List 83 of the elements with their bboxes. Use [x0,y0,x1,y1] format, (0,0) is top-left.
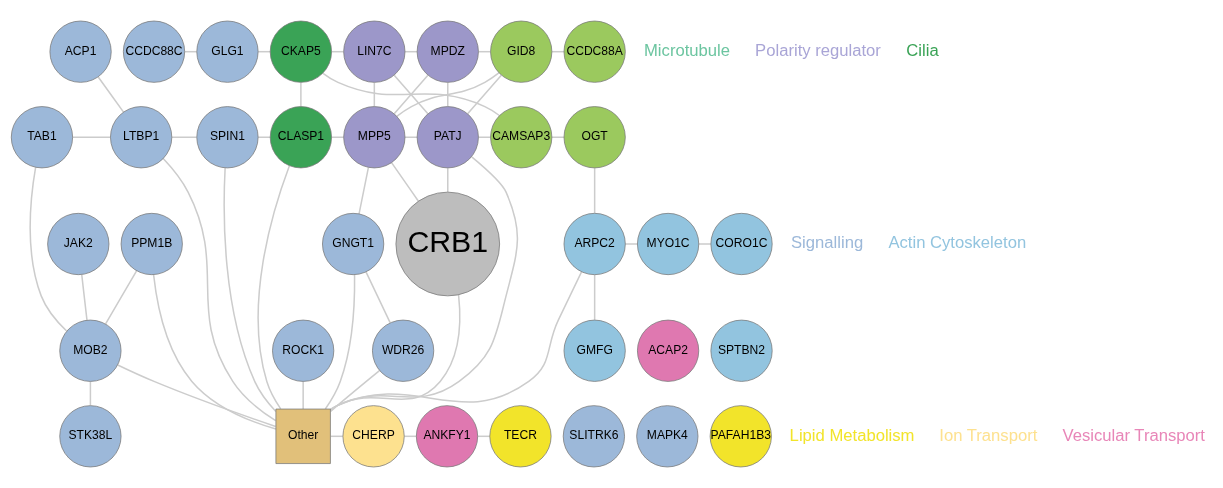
connector [551,136,565,138]
connector [330,136,345,138]
node-circle: CRB1 [395,191,500,297]
connector [257,136,271,138]
connector [322,72,501,117]
node-circle: MPP5 [343,106,406,169]
connector [104,270,138,325]
connector [404,136,418,138]
node-box: Other [275,408,331,464]
connector [300,81,302,108]
node-circle: ROCK1 [272,319,335,382]
connector [593,274,596,321]
connector [477,136,492,138]
connector [358,166,370,215]
node-circle: TECR [489,405,552,468]
node-circle: PATJ [416,106,479,169]
connector [396,72,500,118]
node-circle: CCDC88C [122,20,186,83]
node-circle: ARPC2 [563,212,626,276]
connector [162,157,277,422]
node-circle: GMFG [563,319,626,382]
node-circle: LIN7C [343,20,406,83]
node-circle: CAMSAP3 [490,106,553,169]
node-circle: CCDC88A [563,20,626,83]
connector [624,243,639,245]
connector [466,74,503,115]
label: Cilia [906,40,939,60]
connector [223,167,277,413]
label: Actin Cytoskeleton [888,233,1027,253]
connector [329,156,519,411]
connector [152,273,277,430]
node-circle: GID8 [490,20,553,83]
node-circle: OGT [563,106,626,169]
node-circle: MPDZ [416,20,479,83]
connector [447,81,449,108]
node-circle: CLASP1 [269,106,332,169]
connector [593,167,596,214]
node-circle: GLG1 [196,20,259,83]
connector [365,271,391,324]
node-circle: SPTBN2 [710,319,773,382]
connector [447,167,449,193]
node-circle: CORO1C [710,212,773,276]
node-circle: CKAP5 [269,20,332,83]
connector [97,76,125,113]
label: Lipid Metabolism [789,425,915,445]
connector [72,136,112,138]
node-circle: MAPK4 [636,405,699,468]
node-circle: TAB1 [10,106,73,169]
label: Microtubule [644,40,731,60]
connector [171,136,198,138]
node-circle: ACP1 [49,20,112,83]
node-circle: SPIN1 [196,106,259,169]
node-circle: STK38L [59,405,122,468]
connector [393,74,429,115]
connector [116,364,277,428]
node-circle: MOB2 [59,319,122,382]
node-circle: CHERP [342,405,405,468]
node-circle: ANKFY1 [415,405,479,468]
connector [329,271,583,411]
node-circle: JAK2 [47,212,110,276]
node-circle: PPM1B [120,212,183,276]
connector [89,380,92,407]
node-circle: WDR26 [372,319,435,382]
connector [257,165,291,410]
node-circle: LTBP1 [110,106,173,169]
connector [698,243,712,245]
connector [29,166,68,332]
label: Vesicular Transport [1062,425,1205,445]
label: Polarity regulator [755,40,881,60]
node-circle: PAFAH1B3 [709,405,772,468]
connector [302,380,304,410]
label: Signalling [791,233,864,253]
connector [390,161,420,202]
node-circle: SLITRK6 [562,405,625,468]
node-circle: GNGT1 [322,212,385,276]
connector [81,273,88,321]
connector [324,274,356,410]
node-circle: ACAP2 [637,319,700,382]
connector [373,81,376,108]
connector [329,369,381,413]
node-circle: MYO1C [637,212,700,276]
label: Ion Transport [939,425,1038,445]
connector [329,294,461,411]
